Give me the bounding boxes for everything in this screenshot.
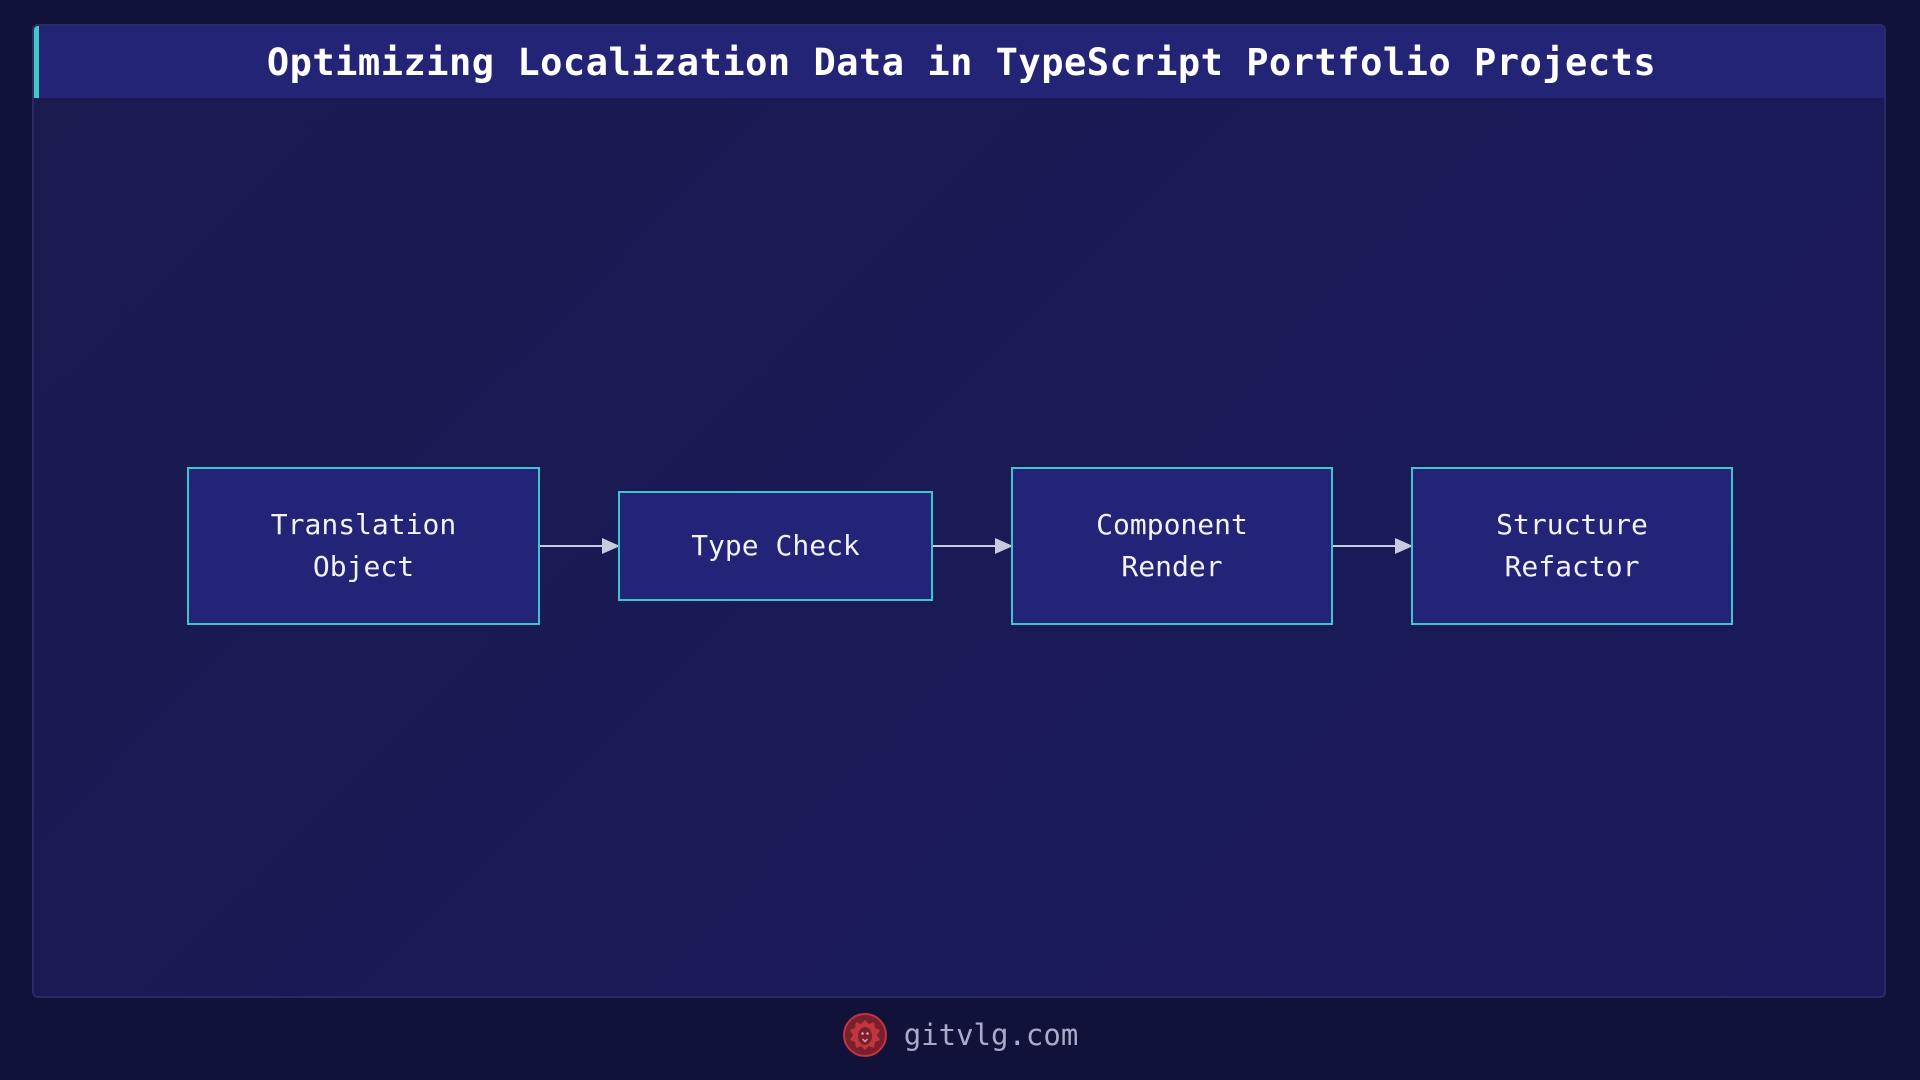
node-translation-object: Translation Object	[187, 467, 540, 625]
node-type-check: Type Check	[618, 491, 933, 601]
node-component-render: Component Render	[1011, 467, 1333, 625]
node-structure-refactor: Structure Refactor	[1411, 467, 1733, 625]
node-label: Translation Object	[270, 508, 457, 583]
footer-site-link[interactable]: gitvlg.com	[903, 1018, 1079, 1052]
node-label: Structure Refactor	[1496, 508, 1648, 583]
lion-logo-icon	[842, 1012, 888, 1058]
page-title: Optimizing Localization Data in TypeScri…	[266, 40, 1657, 84]
node-label: Component Render	[1096, 508, 1248, 583]
node-label: Type Check	[691, 529, 860, 562]
title-bar: Optimizing Localization Data in TypeScri…	[34, 26, 1884, 98]
footer: gitvlg.com	[0, 1010, 1920, 1060]
